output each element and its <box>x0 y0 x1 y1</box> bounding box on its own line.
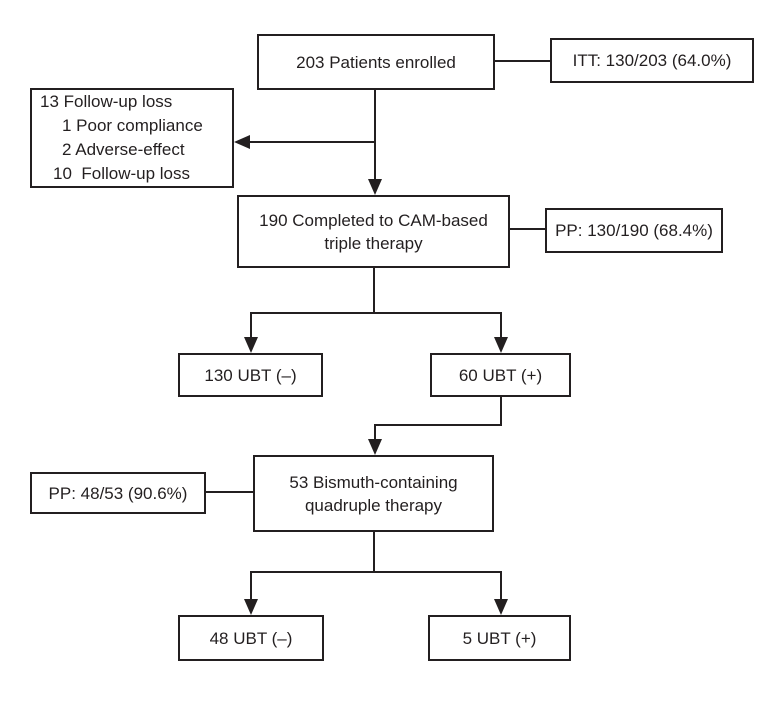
arrowhead-down-icon <box>244 599 258 615</box>
connector-triple-down <box>373 268 375 314</box>
triple-therapy-line2: triple therapy <box>324 233 423 253</box>
itt-result-label: ITT: 130/203 (64.0%) <box>572 51 732 70</box>
quadruple-therapy-box: 53 Bismuth-containing quadruple therapy <box>253 455 494 532</box>
followup-loss-line: 2 Adverse-effect <box>62 140 185 159</box>
connector-to-quadruple <box>374 424 376 440</box>
pp-quadruple-result-box: PP: 48/53 (90.6%) <box>30 472 206 514</box>
connector-quadruple-down <box>373 532 375 573</box>
connector-branch1-horizontal <box>250 312 502 314</box>
ubt-negative-triple-label: 130 UBT (–) <box>204 365 297 385</box>
connector-elbow-horizontal <box>374 424 502 426</box>
followup-loss-box: 13 Follow-up loss 1 Poor compliance 2 Ad… <box>30 88 234 188</box>
ubt-negative-quadruple-box: 48 UBT (–) <box>178 615 324 661</box>
triple-therapy-box: 190 Completed to CAM-based triple therap… <box>237 195 510 268</box>
quadruple-therapy-line2: quadruple therapy <box>304 495 443 515</box>
triple-therapy-line1: 190 Completed to CAM-based <box>259 210 488 230</box>
arrowhead-down-icon <box>244 337 258 353</box>
connector-triple-to-pp <box>510 228 545 230</box>
enrolled-box: 203 Patients enrolled <box>257 34 495 90</box>
connector-to-followup-loss <box>248 141 375 143</box>
ubt-positive-triple-box: 60 UBT (+) <box>430 353 571 397</box>
enrolled-label: 203 Patients enrolled <box>296 52 456 72</box>
followup-loss-line: 1 Poor compliance <box>62 116 203 135</box>
connector-enrolled-to-itt <box>495 60 550 62</box>
connector-branch2-horizontal <box>250 571 502 573</box>
pp-triple-result-label: PP: 130/190 (68.4%) <box>555 221 713 240</box>
pp-quadruple-result-label: PP: 48/53 (90.6%) <box>48 483 188 503</box>
connector-branch1-left <box>250 312 252 338</box>
connector-branch1-right <box>500 312 502 338</box>
connector-branch2-left <box>250 571 252 600</box>
ubt-negative-quadruple-label: 48 UBT (–) <box>209 628 293 648</box>
ubt-negative-triple-box: 130 UBT (–) <box>178 353 323 397</box>
connector-enrolled-to-triple <box>374 90 376 181</box>
quadruple-therapy-line1: 53 Bismuth-containing <box>289 472 458 492</box>
connector-branch2-right <box>500 571 502 600</box>
ubt-positive-quadruple-label: 5 UBT (+) <box>462 628 537 648</box>
arrowhead-down-icon <box>494 599 508 615</box>
ubt-positive-triple-label: 60 UBT (+) <box>458 365 543 385</box>
pp-triple-result-box: PP: 130/190 (68.4%) <box>545 208 723 253</box>
itt-result-box: ITT: 130/203 (64.0%) <box>550 38 754 83</box>
arrowhead-down-icon <box>494 337 508 353</box>
connector-pp-to-quadruple <box>206 491 253 493</box>
arrowhead-down-icon <box>368 439 382 455</box>
connector-ubtpos-down <box>500 397 502 426</box>
arrowhead-down-icon <box>368 179 382 195</box>
followup-loss-line: 13 Follow-up loss <box>40 92 173 111</box>
ubt-positive-quadruple-box: 5 UBT (+) <box>428 615 571 661</box>
arrowhead-left-icon <box>234 135 250 149</box>
followup-loss-line: 10 Follow-up loss <box>53 164 191 183</box>
